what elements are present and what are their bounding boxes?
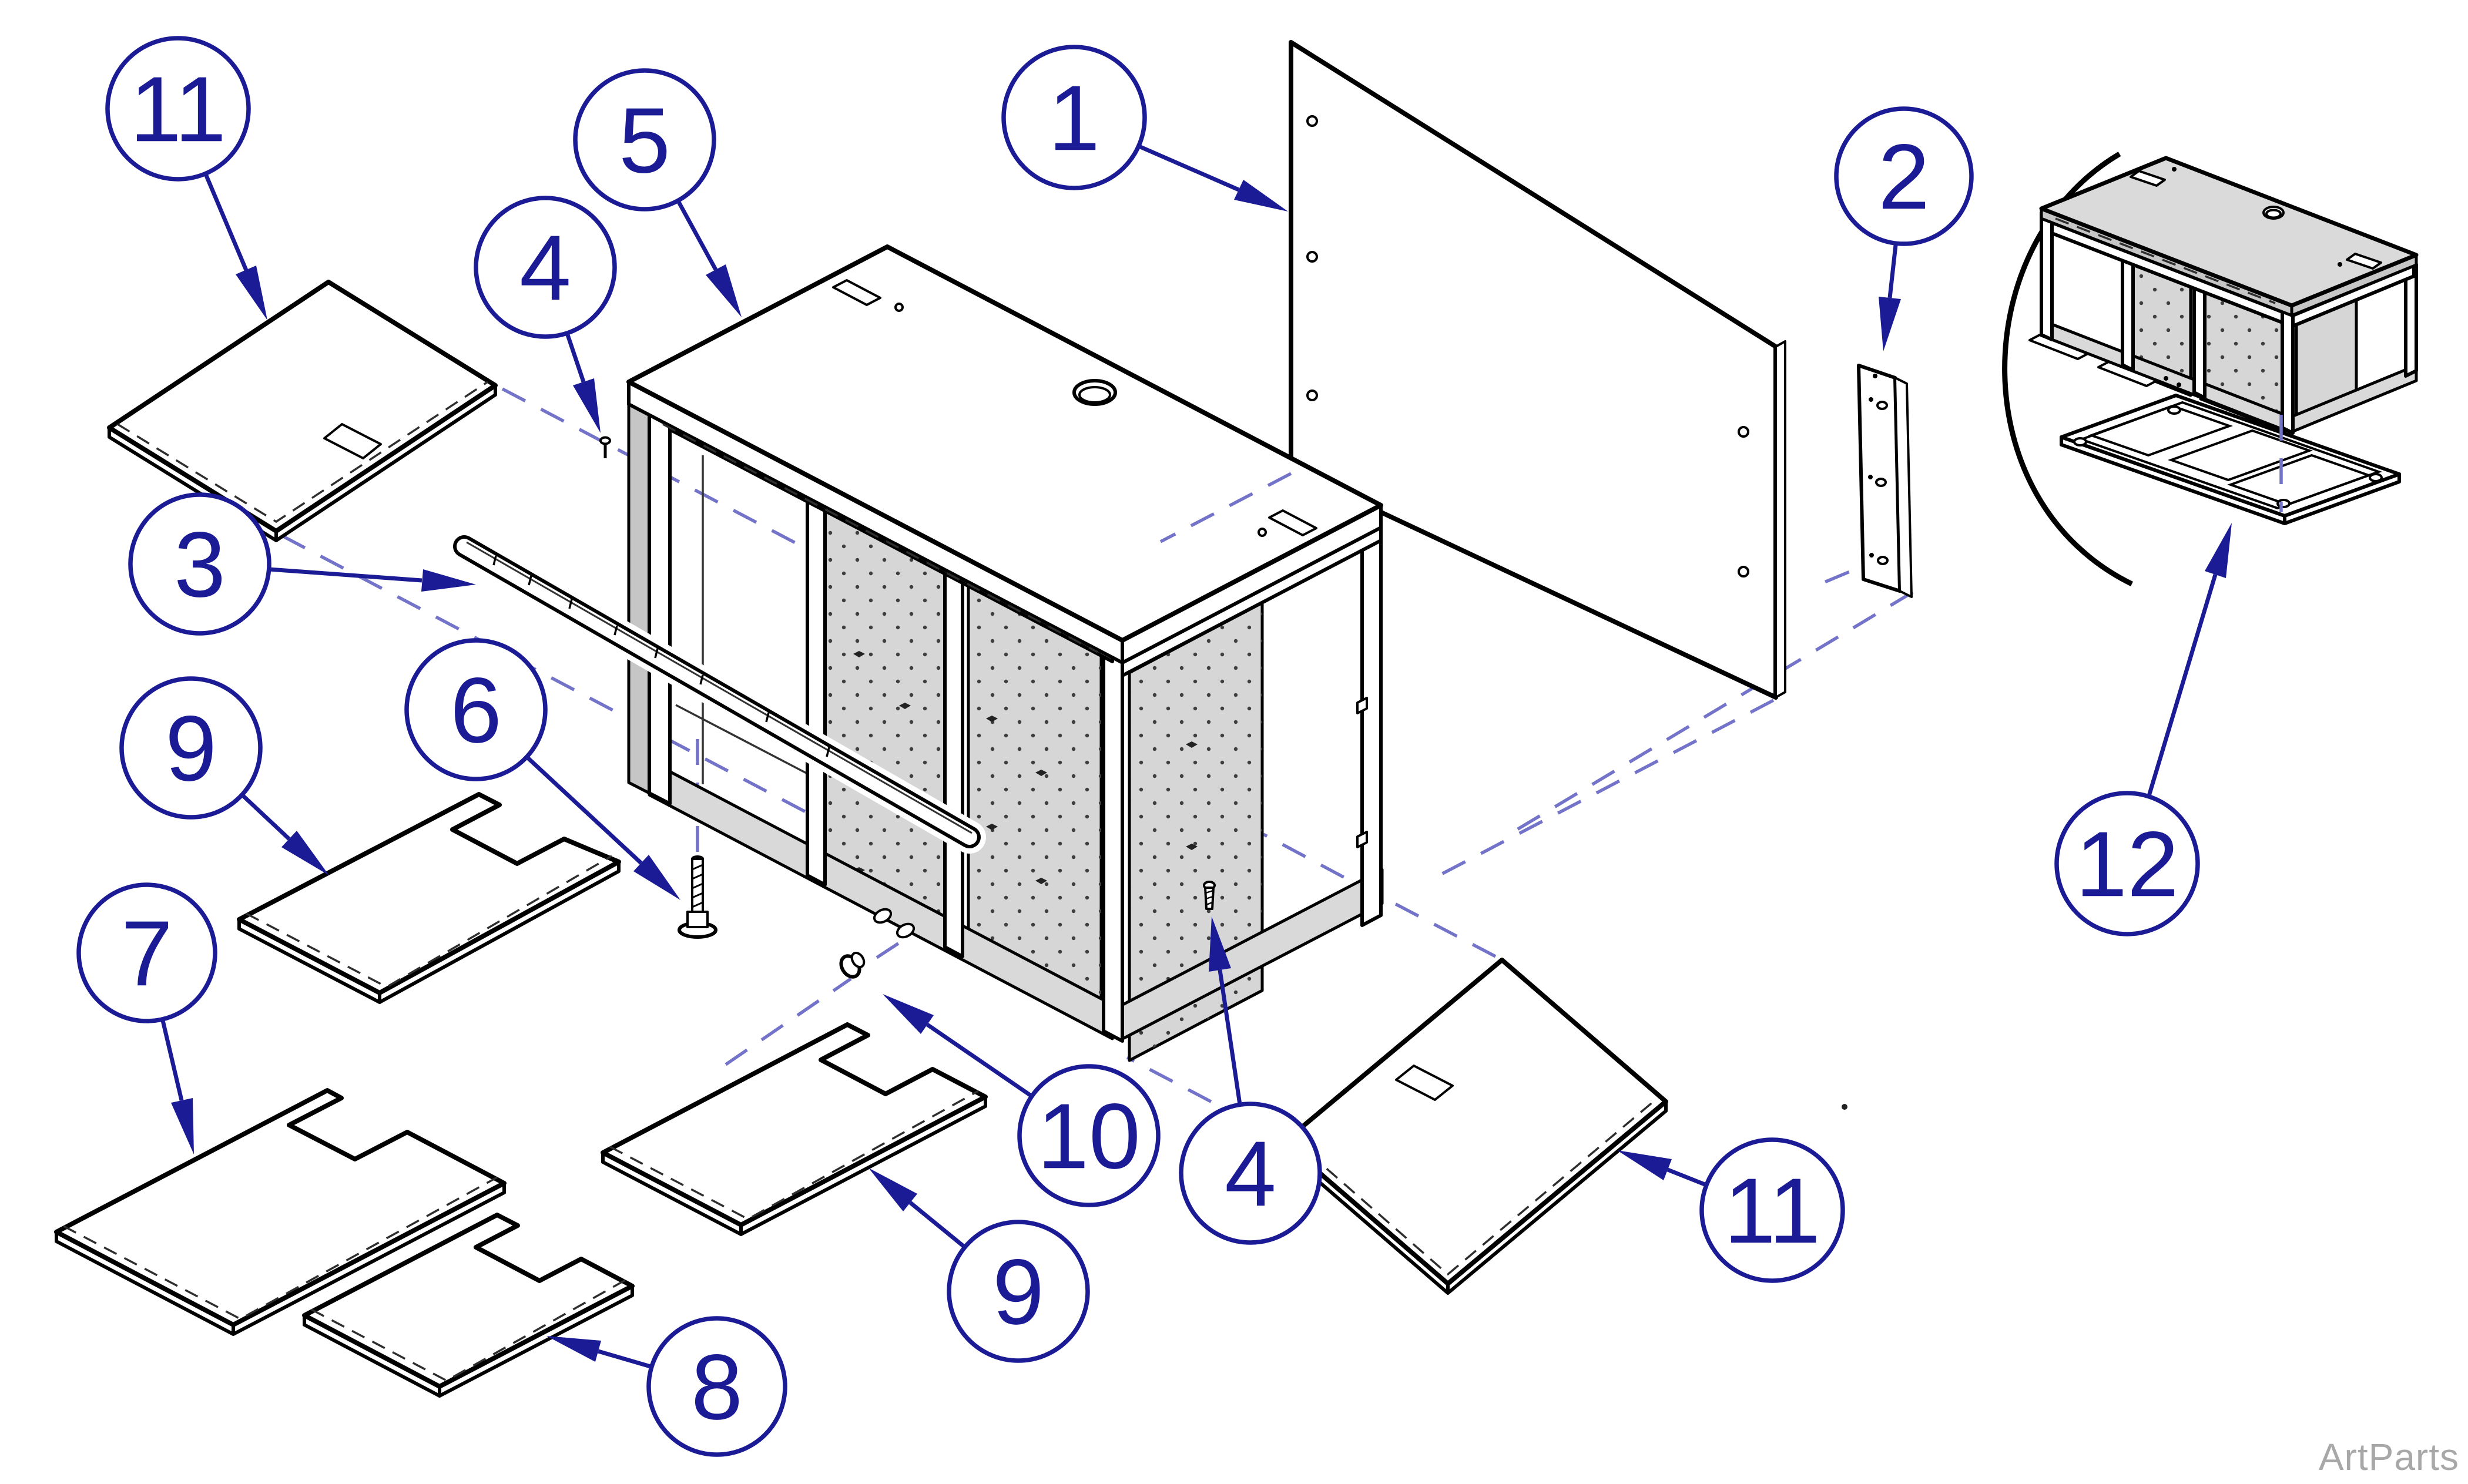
callout-label: 5 — [619, 89, 670, 192]
watermark: ArtParts — [2319, 1436, 2459, 1478]
callout-9-left: 9 — [119, 676, 329, 875]
callout-label: 9 — [992, 1240, 1044, 1344]
arrowhead — [573, 378, 601, 433]
arrowhead — [421, 569, 476, 592]
callout-8: 8 — [546, 1316, 787, 1457]
arrowhead — [2205, 523, 2232, 578]
part-4-screw-upper — [599, 436, 611, 458]
callout-label: 8 — [691, 1335, 743, 1439]
arrowhead — [1617, 1150, 1672, 1180]
callout-1: 1 — [1001, 45, 1288, 211]
top-slot-right — [1268, 509, 1317, 536]
callout-label: 2 — [1878, 125, 1930, 229]
part-4-screw-lower — [1203, 881, 1216, 910]
top-grommet-hole — [1072, 379, 1117, 406]
callout-label: 11 — [130, 58, 226, 161]
arrowhead — [633, 855, 680, 900]
part-8-panel — [302, 1213, 635, 1398]
callout-label: 11 — [1724, 1159, 1820, 1263]
callout-4-lower: 4 — [1179, 916, 1322, 1245]
part-5-top-panel — [626, 244, 1383, 664]
part-7-panel — [54, 1088, 507, 1336]
part-2-filler-strip — [1857, 364, 1913, 598]
arrowhead — [1209, 916, 1231, 972]
callout-label: 3 — [174, 513, 226, 616]
grommet-hole-2 — [896, 922, 916, 939]
callout-label: 12 — [2075, 812, 2179, 916]
top-slot-left — [832, 279, 881, 306]
part-12-base-plate — [2060, 394, 2401, 525]
part-1-back-panel — [1289, 40, 1786, 700]
callout-5: 5 — [573, 68, 742, 317]
grommet-hole-1 — [873, 908, 893, 924]
callout-4-upper: 4 — [474, 196, 617, 433]
callout-7: 7 — [76, 882, 217, 1154]
arrowhead — [706, 264, 742, 317]
post-right — [1360, 526, 1383, 927]
part-3-rail — [448, 530, 986, 854]
callout-label: 10 — [1037, 1085, 1141, 1188]
callout-11-top-left: 11 — [105, 36, 267, 320]
arrowhead — [1234, 180, 1288, 211]
callout-11-lower-right: 11 — [1617, 1137, 1845, 1283]
part-9-panel-upper — [237, 792, 621, 1004]
callout-9-lower: 9 — [869, 1168, 1090, 1363]
callout-label: 1 — [1048, 66, 1100, 170]
callout-label: 9 — [165, 697, 217, 800]
part-11-panel-bottom-right — [1282, 958, 1668, 1295]
callout-label: 4 — [1225, 1122, 1276, 1226]
post-front — [1102, 642, 1124, 1043]
cabinet-frame — [626, 244, 1384, 1062]
callouts: 11 4 5 1 2 3 — [76, 36, 2232, 1457]
arrowhead — [546, 1336, 601, 1362]
part-10-plug — [839, 951, 866, 979]
callout-label: 6 — [450, 659, 502, 762]
part-6-screw — [678, 855, 717, 939]
post-mid-2 — [943, 558, 964, 958]
assembly-guide-lines-over — [662, 423, 1292, 653]
assembly-guide-lines — [281, 387, 1914, 1144]
post-left — [648, 404, 672, 805]
arrowhead — [883, 994, 934, 1034]
callout-12: 12 — [2054, 523, 2232, 936]
callout-2: 2 — [1834, 106, 1974, 351]
arrowhead — [869, 1168, 917, 1211]
post-mid-1 — [806, 486, 827, 887]
callout-label: 7 — [121, 902, 173, 1005]
stray-mark — [1842, 1104, 1847, 1110]
arrowhead — [171, 1098, 194, 1154]
arrowhead — [236, 266, 267, 320]
callout-6: 6 — [404, 638, 680, 900]
callout-label: 4 — [519, 216, 571, 320]
callout-3: 3 — [128, 492, 476, 636]
part-9-panel-lower — [601, 1022, 988, 1236]
reference-cabinet — [2028, 156, 2419, 435]
callout-10: 10 — [883, 994, 1161, 1207]
reference-view — [2002, 152, 2419, 587]
arrowhead — [281, 831, 329, 875]
arrowhead — [1879, 297, 1901, 351]
